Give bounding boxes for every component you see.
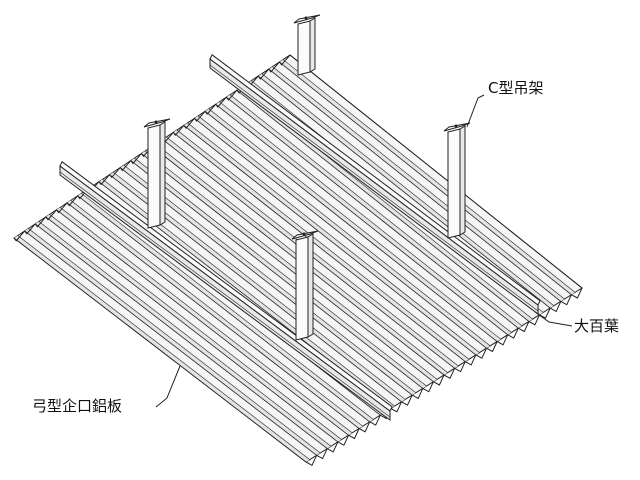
panel-rib-edge <box>28 228 321 454</box>
panel-rib-shade <box>226 94 523 329</box>
panel-rib-shade <box>130 158 427 389</box>
panel-rib-line <box>204 110 498 342</box>
panel-rib-line <box>66 202 360 429</box>
panel-rib-shade <box>14 235 310 462</box>
hanger-back-right-bolt-hole <box>454 124 458 128</box>
runner-back-lip <box>209 64 539 312</box>
panel-rib-shade <box>24 228 321 456</box>
hanger-back-left-front <box>297 20 311 76</box>
panel-rib-shade <box>205 108 501 342</box>
panel-rib-line <box>183 125 477 356</box>
runner-back-flange <box>209 54 541 306</box>
panel-rib-shade <box>109 172 406 402</box>
main-runners <box>59 54 541 421</box>
panel-rib-edge <box>197 115 491 347</box>
runner-front-lip <box>59 171 391 418</box>
panel-rib-shade <box>236 87 533 322</box>
panel-rib-shade <box>268 66 565 302</box>
hanger-front-left-bolt-hole <box>154 120 158 124</box>
panel-rib-line <box>34 223 328 449</box>
panel-rib-line <box>56 209 349 436</box>
label-main-runner: 大百葉 <box>574 317 620 335</box>
panel-rib-line <box>119 167 413 396</box>
panel-rib-line <box>226 96 519 329</box>
panel-rib-edge <box>208 108 501 340</box>
panel-rib-shade <box>141 151 438 382</box>
panel-rib-shade <box>194 115 491 349</box>
panel-rib-shade <box>56 207 353 436</box>
panel-rib-shade <box>45 214 342 442</box>
panel-rib-edge <box>282 59 576 293</box>
runner-front-flange <box>59 161 393 412</box>
panel-rib-shade <box>67 200 363 429</box>
hanger-front-right-side <box>307 233 314 338</box>
panel-rib-line <box>236 89 530 322</box>
panel-rib-edge <box>17 235 310 460</box>
panel-rib-line <box>45 216 339 443</box>
panel-rib-edge <box>81 193 374 420</box>
hanger-front-left-front <box>147 124 161 229</box>
panel-rib-shade <box>279 59 576 295</box>
panel-rib-edge <box>134 157 427 387</box>
panel-rib-shade <box>215 101 512 335</box>
label-panel: 弓型企口鋁板 <box>32 397 123 415</box>
panel-rib-line <box>77 195 370 423</box>
panel-rib-shade <box>183 122 480 355</box>
panel-rib-line <box>268 68 562 302</box>
panel-rib-edge <box>59 207 353 434</box>
panel-rib-line <box>13 237 307 463</box>
panel-rib-edge <box>229 94 523 327</box>
panel-rib-edge <box>187 122 480 353</box>
hanger-front-left-side <box>159 121 166 226</box>
panel-rib-line <box>279 61 572 296</box>
panel-rib-edge <box>70 200 363 427</box>
c-hangers <box>143 14 471 341</box>
hanger-back-left-side <box>309 17 316 73</box>
panel-edge-zigzag-front <box>305 287 583 466</box>
panel-rib-edge <box>38 221 332 447</box>
panel-rib-line <box>194 118 487 349</box>
leader-main-runner <box>534 311 573 327</box>
panel-rib-line <box>130 160 424 389</box>
panel-rib-shade <box>120 165 416 396</box>
panel-rib-shade <box>77 193 374 422</box>
panel-rib-edge <box>123 164 417 393</box>
panel-rib-shade <box>258 73 554 309</box>
leader-panel <box>155 365 181 408</box>
hanger-back-right-side <box>459 125 466 236</box>
panel-rib-shade <box>98 179 395 409</box>
panel-rib-line <box>257 75 551 309</box>
panel-rib-line <box>215 103 508 336</box>
label-c-hanger: C型吊架 <box>488 79 544 97</box>
leader-c-hanger <box>466 94 485 128</box>
hanger-back-left-bolt-hole <box>304 16 308 20</box>
panel-rib-edge <box>219 101 512 333</box>
panel-rib-shade <box>173 130 469 362</box>
panel-rib-line <box>289 54 583 289</box>
panel-rib-edge <box>261 73 555 306</box>
panel-rib-line <box>141 153 434 383</box>
hanger-front-right-front <box>295 236 309 341</box>
hanger-back-right-front <box>447 128 461 239</box>
panel-rib-shade <box>35 221 331 449</box>
hanger-front-right-bolt-hole <box>302 232 306 236</box>
panel-rib-edge <box>272 66 565 300</box>
panel-rib-edge <box>49 214 342 440</box>
panel-rib-edge <box>144 150 438 380</box>
panel-rib-edge <box>176 129 470 360</box>
panel-rib-line <box>24 230 317 456</box>
panel-rib-line <box>172 132 466 362</box>
leader-lines <box>155 94 573 408</box>
